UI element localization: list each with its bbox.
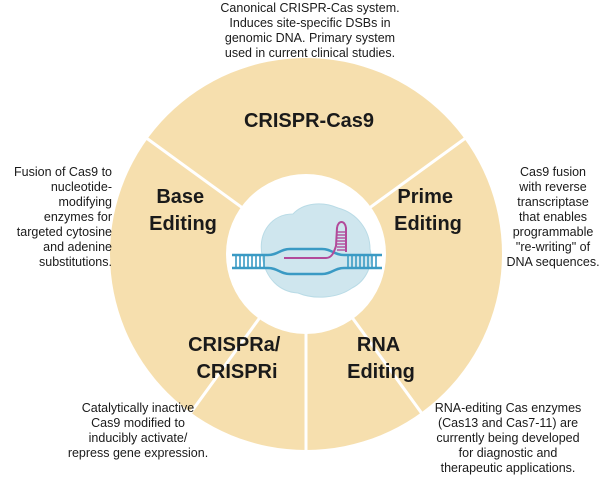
segment-prime-editing: Prime Editing (394, 186, 462, 235)
segment-rna-editing: RNA Editing (347, 334, 415, 383)
description-line: Canonical CRISPR-Cas system. (220, 1, 400, 15)
segment-rna-editing-line-1: RNA (357, 334, 400, 356)
segment-base-editing-line-2: Editing (149, 213, 217, 235)
description-line: Fusion of Cas9 to (14, 165, 112, 179)
description-line: currently being developed (436, 431, 580, 445)
description-line: targeted cytosine (16, 225, 112, 239)
description-base-editing: Fusion of Cas9 to nucleotide- modifying … (2, 165, 112, 270)
description-line: (Cas13 and Cas7-11) are (437, 416, 579, 430)
description-crispr-cas9: Canonical CRISPR-Cas system. Induces sit… (195, 1, 425, 61)
description-line: Induces site-specific DSBs in (229, 16, 391, 30)
description-line: substitutions. (39, 255, 112, 269)
segment-base-editing: Base Editing (149, 186, 217, 235)
description-line: Cas9 fusion (519, 165, 586, 179)
description-line: with reverse (519, 180, 587, 194)
description-line: programmable (512, 225, 594, 239)
description-line: genomic DNA. Primary system (224, 31, 396, 45)
description-line: DNA sequences. (506, 255, 600, 269)
ring-divider (144, 136, 244, 210)
description-line: Cas9 modified to (91, 416, 185, 430)
description-line: modifying (58, 195, 113, 209)
description-line: enzymes for (43, 210, 112, 224)
crispr-cas9-complex-icon (232, 203, 382, 298)
segment-base-editing-line-1: Base (156, 186, 204, 208)
ring-divider (188, 316, 262, 416)
description-line: RNA-editing Cas enzymes (434, 401, 582, 415)
segment-crispr-cas9: CRISPR-Cas9 (244, 110, 374, 132)
segment-crispr-cas9-line-1: CRISPR-Cas9 (244, 110, 374, 132)
segment-rna-editing-line-2: Editing (347, 361, 415, 383)
description-line: used in current clinical studies. (224, 46, 396, 60)
segment-crispra-crispri: CRISPRa/ CRISPRi (188, 334, 286, 383)
ring-divider (368, 136, 468, 210)
segment-crispra-crispri-line-1: CRISPRa/ (188, 334, 281, 356)
description-crispra-crispri: Catalytically inactive Cas9 modified to … (38, 401, 238, 461)
description-line: Catalytically inactive (81, 401, 195, 415)
ring-divider (350, 316, 424, 416)
description-line: transcriptase (517, 195, 589, 209)
description-line: nucleotide- (50, 180, 112, 194)
description-line: for diagnostic and (458, 446, 558, 460)
ring-dividers (144, 136, 468, 452)
description-rna-editing: RNA-editing Cas enzymes (Cas13 and Cas7-… (410, 401, 606, 476)
description-line: "re-writing" of (515, 240, 591, 254)
description-line: repress gene expression. (67, 446, 209, 460)
description-prime-editing: Cas9 fusion with reverse transcriptase t… (500, 165, 606, 270)
description-line: inducibly activate/ (88, 431, 188, 445)
segment-prime-editing-line-2: Editing (394, 213, 462, 235)
description-line: that enables (518, 210, 588, 224)
description-line: therapeutic applications. (440, 461, 576, 475)
segment-prime-editing-line-1: Prime (397, 186, 453, 208)
description-line: and adenine (43, 240, 112, 254)
segment-crispra-crispri-line-2: CRISPRi (196, 361, 277, 383)
